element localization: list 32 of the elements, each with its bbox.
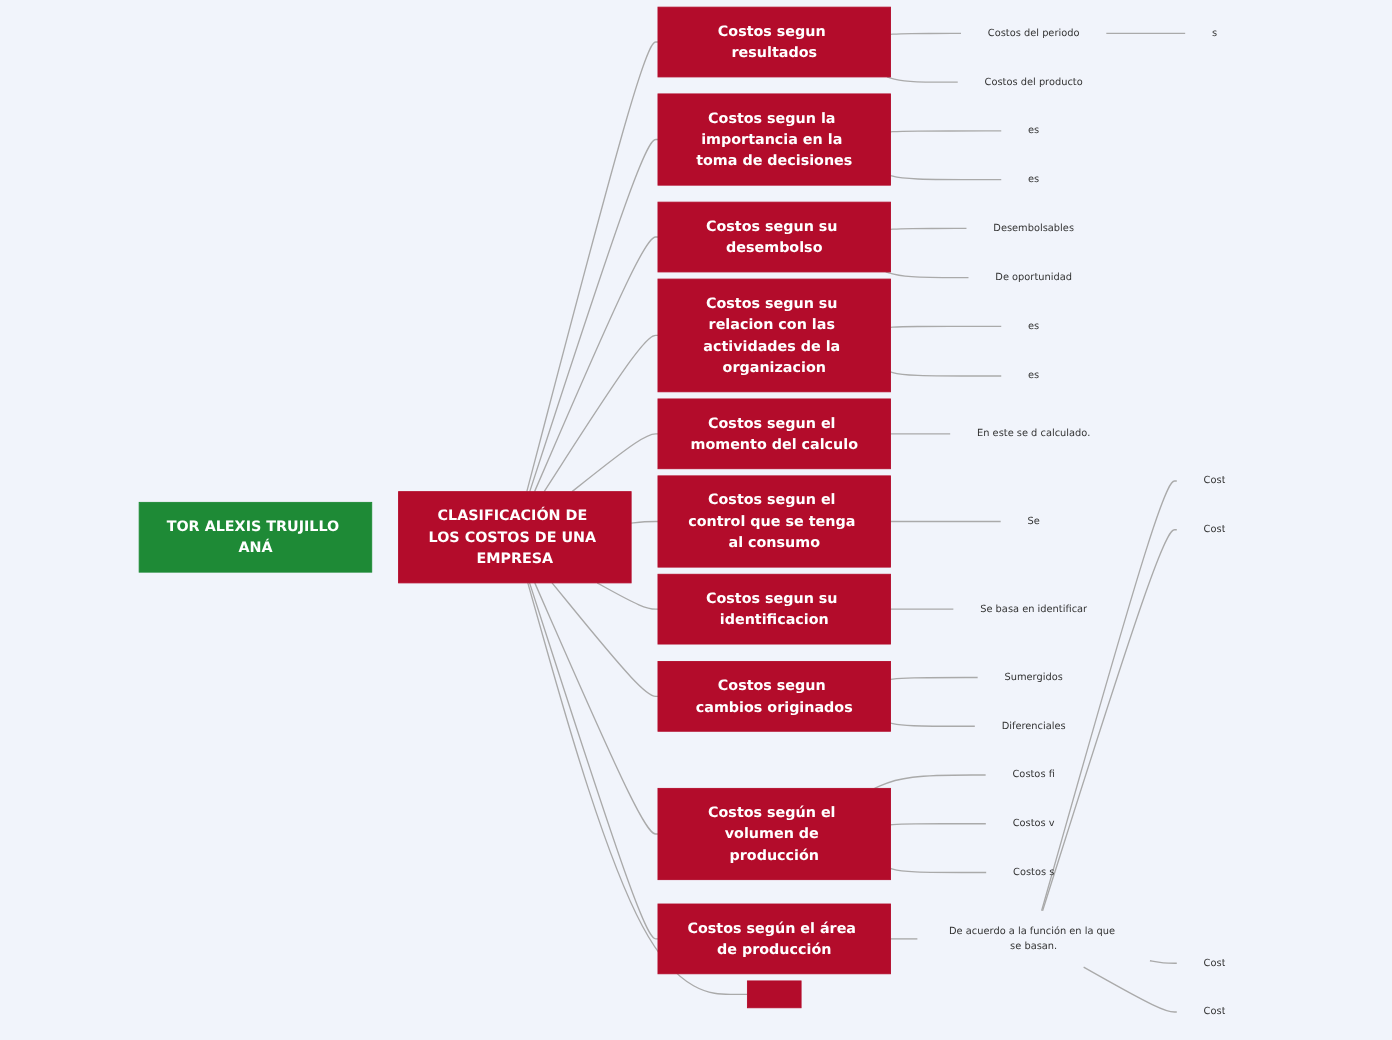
connector [890, 227, 968, 230]
connector [1149, 960, 1178, 964]
connector [630, 520, 659, 524]
connector [1105, 32, 1187, 35]
connector [551, 582, 659, 698]
connector [526, 41, 659, 493]
connector [890, 823, 987, 826]
connector [890, 174, 1003, 181]
connector [890, 938, 919, 940]
connector [890, 722, 976, 727]
connector [571, 433, 659, 493]
connector [890, 325, 1003, 328]
connector [886, 76, 959, 83]
connector [885, 271, 970, 279]
connector [890, 608, 955, 610]
connector [874, 774, 987, 790]
connector [890, 32, 962, 35]
connector [890, 676, 979, 681]
connector [534, 236, 659, 493]
connector [1083, 966, 1178, 1013]
connector [890, 520, 1002, 523]
connector [543, 334, 659, 493]
connector [529, 582, 659, 940]
connector [527, 582, 749, 995]
connector [890, 867, 988, 874]
connector [890, 433, 952, 435]
connector [534, 582, 659, 835]
connector [596, 582, 659, 610]
connector [529, 138, 659, 493]
connector [890, 371, 1003, 377]
node-box [747, 980, 802, 1009]
connector [890, 130, 1003, 133]
